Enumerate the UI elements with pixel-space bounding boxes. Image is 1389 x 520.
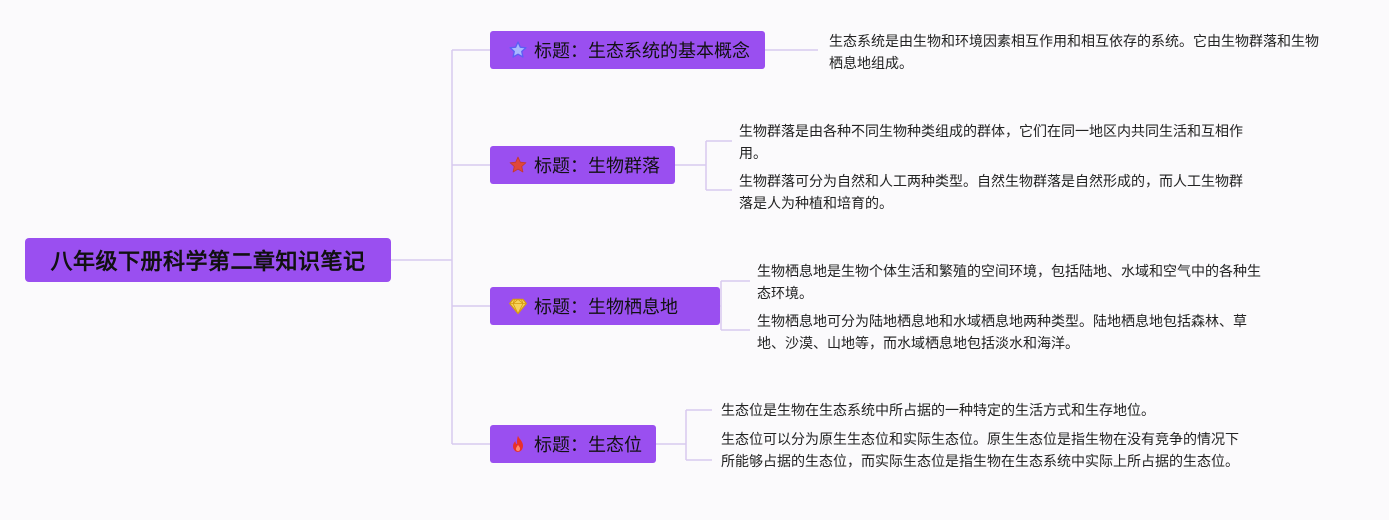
note-community-types: 生物群落可分为自然和人工两种类型。自然生物群落是自然形成的，而人工生物群落是人为… <box>739 174 1243 212</box>
root-topic-node[interactable]: 八年级下册科学第二章知识笔记 <box>25 238 391 282</box>
fire-icon <box>508 434 528 454</box>
note-niche-types: 生态位可以分为原生生态位和实际生态位。原生生态位是指生物在没有竞争的情况下所能够… <box>721 432 1239 470</box>
star-outline-icon <box>508 40 528 60</box>
branch-label: 标题：生物群落 <box>534 156 660 177</box>
branch-habitat[interactable]: 标题：生物栖息地 <box>490 287 720 325</box>
branch-label: 标题：生态位 <box>534 435 642 456</box>
note-habitat-definition: 生物栖息地是生物个体生活和繁殖的空间环境，包括陆地、水域和空气中的各种生态环境。 <box>757 264 1261 302</box>
branch-label: 标题：生物栖息地 <box>534 297 678 318</box>
note-habitat-types: 生物栖息地可分为陆地栖息地和水域栖息地两种类型。陆地栖息地包括森林、草地、沙漠、… <box>757 314 1247 352</box>
note-niche-definition: 生态位是生物在生态系统中所占据的一种特定的生活方式和生存地位。 <box>721 403 1155 419</box>
root-topic-title: 八年级下册科学第二章知识笔记 <box>50 250 366 275</box>
gem-icon <box>508 296 528 316</box>
branch-label: 标题：生态系统的基本概念 <box>534 41 750 62</box>
red-star-icon <box>508 155 528 175</box>
branch-biological-community[interactable]: 标题：生物群落 <box>490 146 675 184</box>
branch-niche[interactable]: 标题：生态位 <box>490 425 656 463</box>
note-ecosystem-definition: 生态系统是由生物和环境因素相互作用和相互依存的系统。它由生物群落和生物栖息地组成… <box>829 34 1319 72</box>
note-community-definition: 生物群落是由各种不同生物种类组成的群体，它们在同一地区内共同生活和互相作用。 <box>739 124 1243 162</box>
branch-ecosystem-concept[interactable]: 标题：生态系统的基本概念 <box>490 31 765 69</box>
